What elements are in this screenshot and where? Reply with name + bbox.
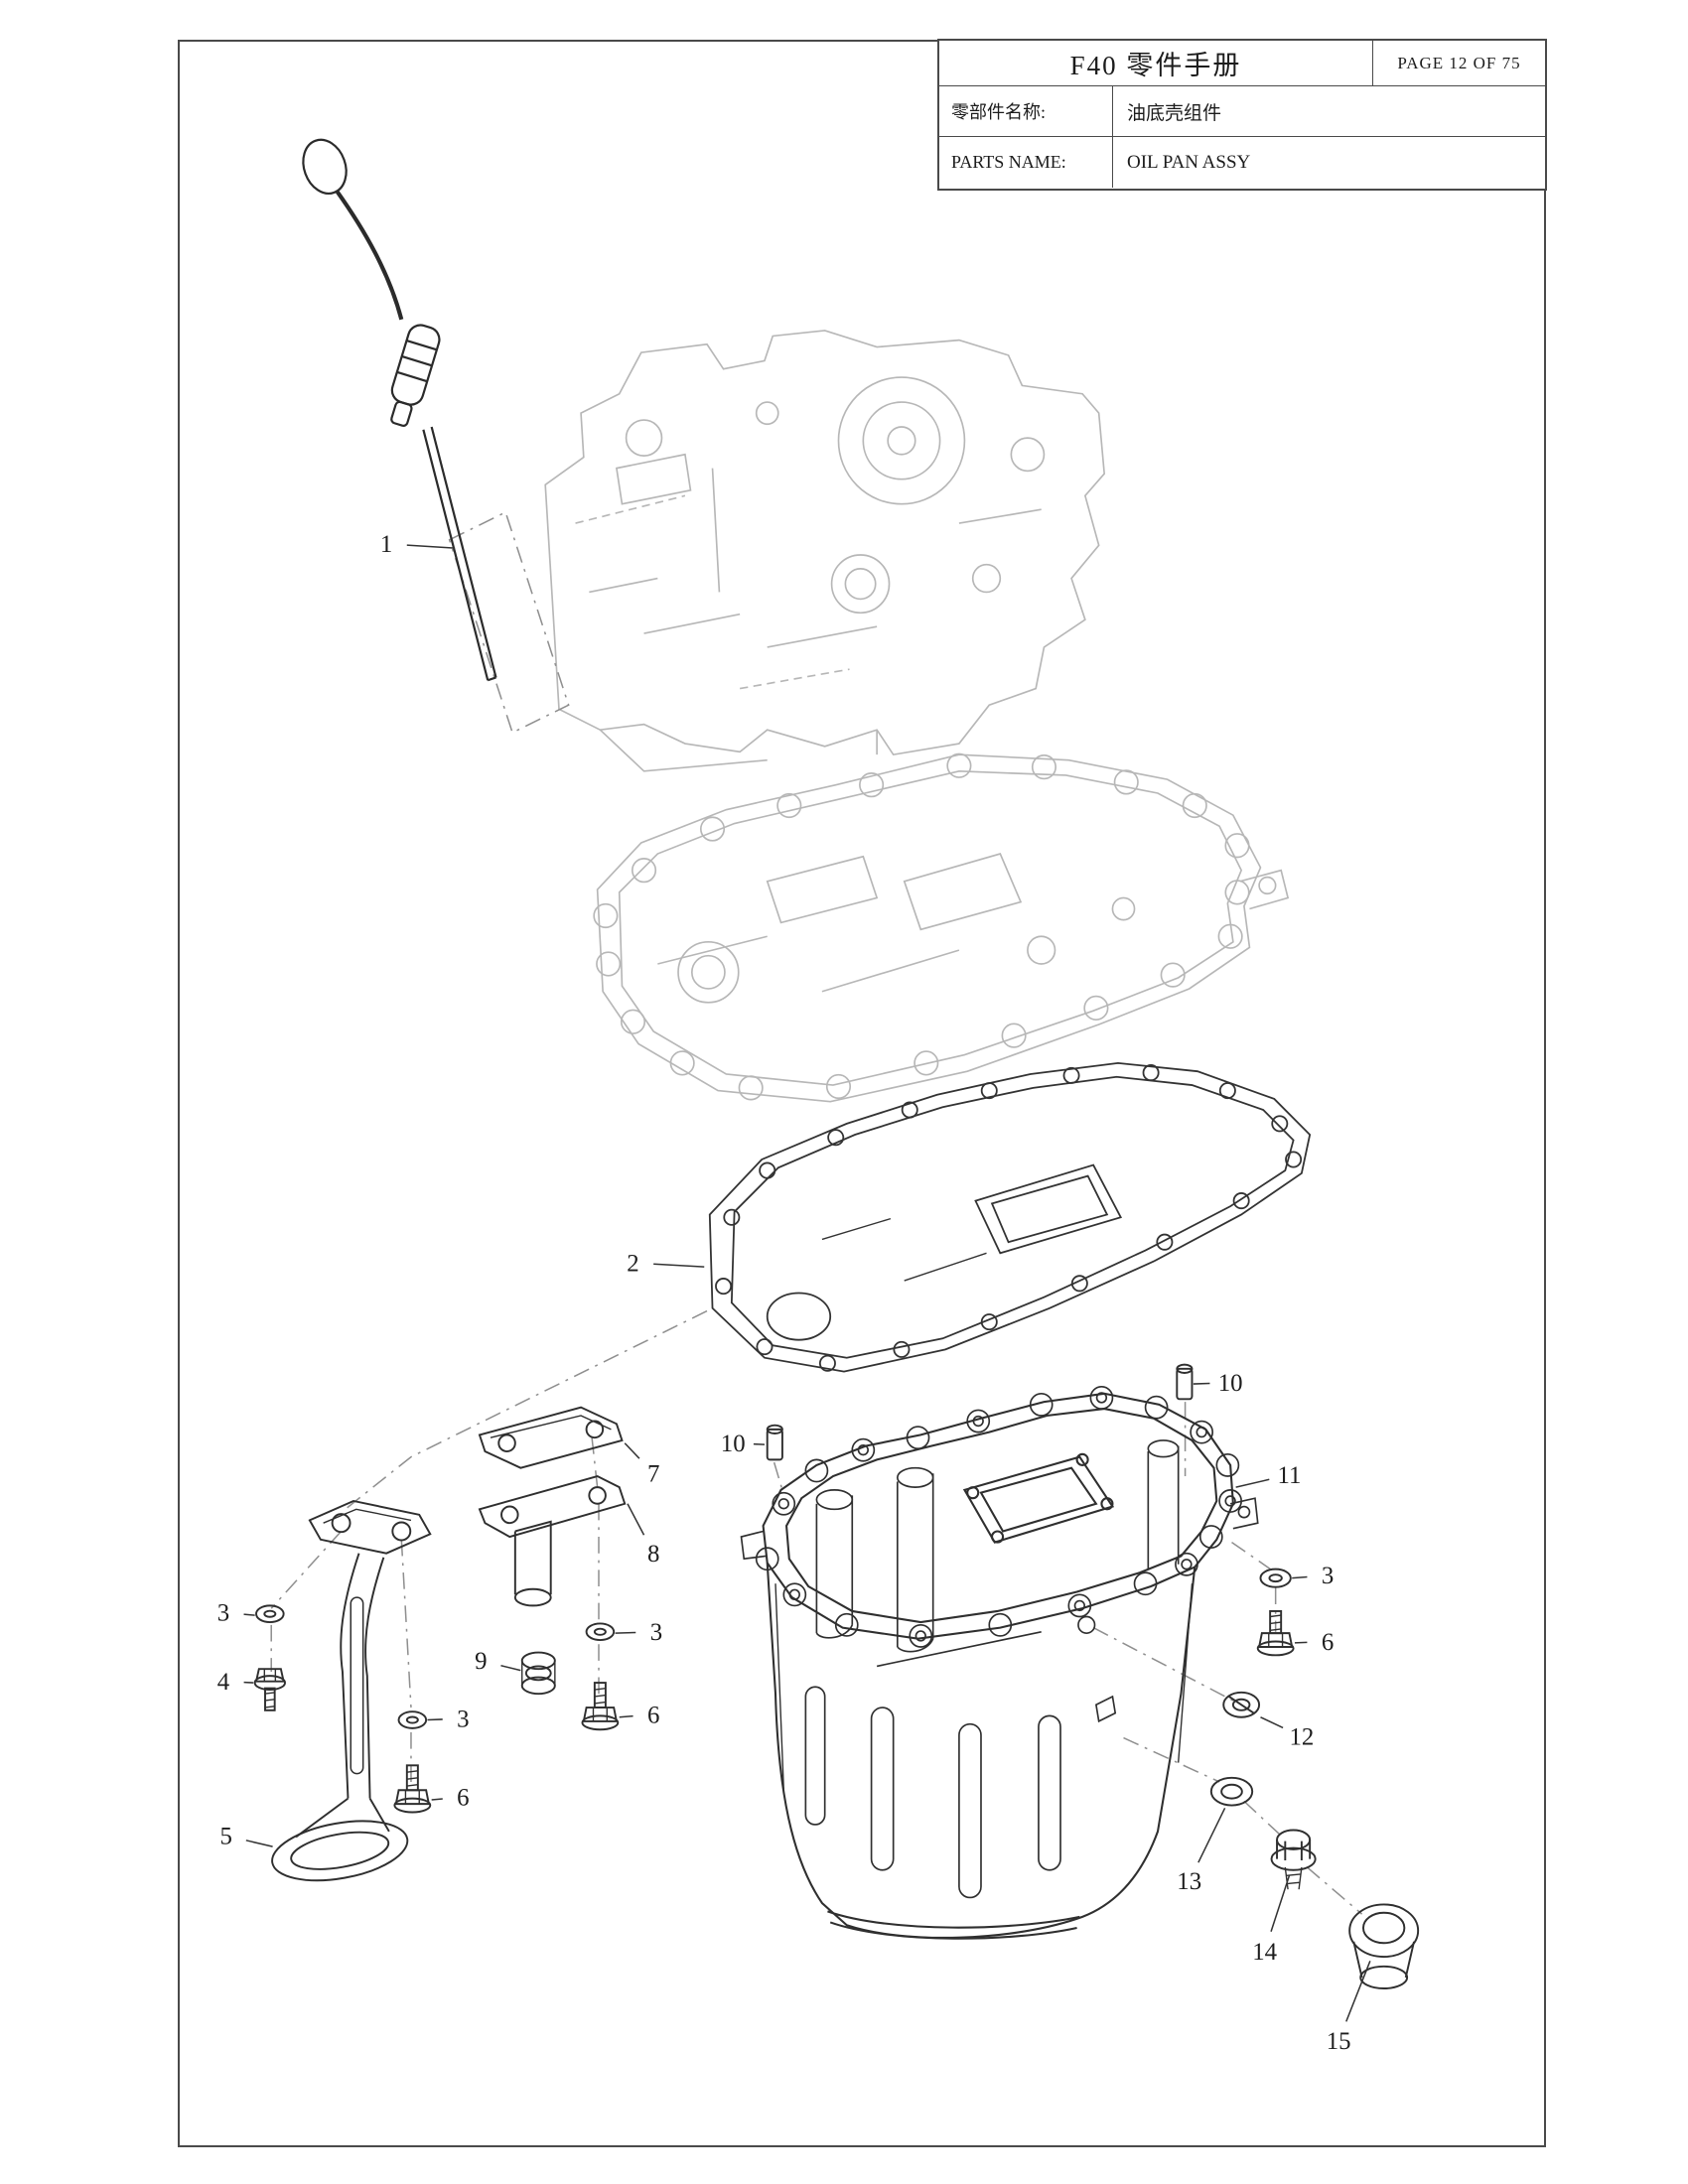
- gasket-part: [708, 1061, 1312, 1373]
- page-border: [178, 40, 1546, 2147]
- svg-text:9: 9: [475, 1648, 487, 1675]
- manual-title: F40 零件手册: [1069, 51, 1242, 80]
- callout-2: 2: [627, 1250, 705, 1277]
- svg-text:3: 3: [217, 1600, 229, 1627]
- right-fastener-parts: [1222, 1568, 1295, 1718]
- title-block-row-en: PARTS NAME: OIL PAN ASSY: [939, 137, 1545, 188]
- callout-6: 6: [619, 1702, 659, 1728]
- callout-3: 3: [1292, 1563, 1334, 1589]
- title-block-row-cn: 零部件名称: 油底壳组件: [939, 86, 1545, 137]
- callout-3: 3: [427, 1706, 470, 1732]
- svg-text:10: 10: [1218, 1370, 1243, 1397]
- callout-7: 7: [624, 1442, 659, 1488]
- callout-12: 12: [1260, 1716, 1314, 1751]
- callout-11: 11: [1235, 1462, 1302, 1489]
- parts-name-value-cn: 油底壳组件: [1112, 86, 1545, 136]
- assembly-centerlines: [270, 510, 1363, 1915]
- drain-parts: [1209, 1776, 1420, 1989]
- baffle-plate-parts: [478, 1406, 627, 1731]
- callout-15: 15: [1327, 1961, 1371, 2055]
- svg-text:13: 13: [1177, 1868, 1201, 1895]
- callout-3: 3: [615, 1619, 662, 1646]
- callout-1: 1: [380, 531, 456, 558]
- svg-text:11: 11: [1278, 1462, 1302, 1489]
- svg-text:5: 5: [219, 1823, 231, 1849]
- svg-text:3: 3: [457, 1706, 469, 1732]
- upper-crankcase-outline: [593, 752, 1290, 1103]
- callout-4: 4: [217, 1669, 254, 1696]
- svg-text:3: 3: [1322, 1563, 1334, 1589]
- svg-text:1: 1: [380, 531, 392, 558]
- oil-strainer-part: [271, 1499, 432, 1882]
- oil-pan-part: [740, 1386, 1259, 1940]
- svg-text:3: 3: [650, 1619, 662, 1646]
- callout-6: 6: [431, 1784, 470, 1812]
- parts-name-label-cn: 零部件名称:: [951, 102, 1047, 122]
- callout-14: 14: [1252, 1875, 1291, 1966]
- title-block-row-title: F40 零件手册 PAGE 12 OF 75: [939, 41, 1545, 86]
- callout-10: 10: [1193, 1370, 1243, 1397]
- callout-8: 8: [627, 1503, 659, 1568]
- svg-text:10: 10: [721, 1431, 746, 1457]
- title-block: F40 零件手册 PAGE 12 OF 75 零部件名称: 油底壳组件 PART…: [937, 39, 1547, 191]
- svg-text:8: 8: [647, 1541, 659, 1568]
- svg-text:6: 6: [1322, 1629, 1334, 1656]
- svg-text:12: 12: [1289, 1723, 1314, 1750]
- left-fastener-parts: [253, 1604, 286, 1711]
- svg-text:15: 15: [1327, 2028, 1351, 2055]
- callout-13: 13: [1177, 1807, 1226, 1895]
- callout-3: 3: [217, 1600, 255, 1627]
- svg-text:6: 6: [457, 1784, 469, 1811]
- callout-10: 10: [721, 1431, 766, 1457]
- svg-text:6: 6: [647, 1702, 659, 1728]
- svg-text:4: 4: [217, 1669, 230, 1696]
- middle-fastener-parts: [393, 1710, 432, 1814]
- dowel-pin-parts: [766, 1363, 1194, 1461]
- page-number: PAGE 12 OF 75: [1372, 41, 1545, 85]
- engine-block-outline: [544, 330, 1106, 772]
- svg-text:14: 14: [1252, 1939, 1277, 1966]
- svg-text:2: 2: [627, 1250, 638, 1277]
- parts-name-value-en: OIL PAN ASSY: [1112, 137, 1545, 188]
- parts-name-label-en: PARTS NAME:: [951, 152, 1066, 172]
- callout-5: 5: [219, 1823, 273, 1849]
- svg-text:7: 7: [647, 1461, 659, 1488]
- callout-9: 9: [475, 1648, 521, 1675]
- callout-6: 6: [1294, 1629, 1334, 1656]
- dipstick-part: [302, 138, 497, 682]
